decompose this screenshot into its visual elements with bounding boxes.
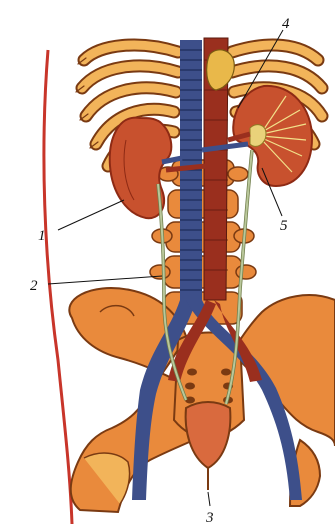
- label-3: 3: [205, 510, 214, 524]
- label-1: 1: [38, 228, 46, 244]
- label-5: 5: [280, 218, 288, 234]
- kidney-left-shape: [110, 118, 172, 219]
- bladder-shape: [186, 402, 231, 490]
- body-outline-line: [44, 50, 72, 524]
- label-2: 2: [30, 278, 38, 294]
- adrenal-gland: [207, 50, 235, 90]
- label-4: 4: [282, 16, 290, 32]
